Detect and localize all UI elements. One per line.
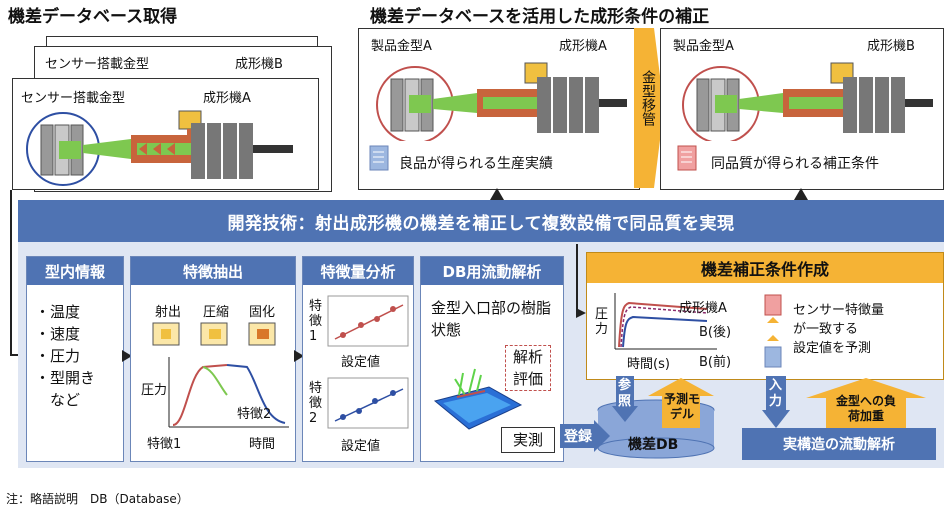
connector-arrow [576, 308, 586, 318]
pressure-curve-chart [614, 293, 717, 350]
register-arrow [560, 420, 610, 452]
time-axis-label: 時間 [249, 437, 276, 452]
actual-analysis-box: 実構造の流動解析 [742, 428, 936, 460]
panel-feature-analysis-title: 特徴量分析 [303, 257, 413, 285]
document-icon-blue [369, 145, 389, 171]
register-label: 登録 [564, 429, 592, 445]
document-stack-icon [764, 294, 782, 368]
correction-text-line: 設定値を予測 [793, 341, 872, 356]
load-label: 金型への負荷加重 [835, 394, 896, 423]
feature-y-axis: 圧力 [141, 383, 168, 398]
feature1-label: 特徴1 [147, 437, 182, 452]
legend-b-after: B(後) [699, 325, 732, 340]
legend-machine-a: 成形機A [679, 301, 727, 316]
analysis-evaluation-box: 解析評価 [505, 345, 551, 391]
mold-info-item: ・温度 [35, 303, 81, 321]
right-card-left-machine: 成形機A [559, 39, 607, 54]
input-arrow [762, 376, 790, 428]
transfer-label: 金型移管 [640, 70, 656, 126]
mold-info-item: ・速度 [35, 325, 81, 343]
refer-arrow [612, 376, 638, 422]
mold-diagram-left [376, 62, 627, 141]
scatter-plot-1 [327, 295, 409, 347]
correction-text-line: センサー特徴量 [793, 303, 885, 318]
correction-y-axis: 圧力 [595, 307, 609, 337]
up-arrow-right [794, 188, 808, 200]
correction-text-line: が一致する [793, 322, 859, 337]
stage-icons [152, 322, 276, 346]
transfer-arrow [634, 28, 664, 188]
correction-x-axis: 時間(s) [627, 357, 670, 372]
right-card-right-mold: 製品金型A [673, 39, 734, 54]
right-section-title: 機差データベースを活用した成形条件の補正 [370, 7, 710, 27]
card-back-machine: 成形機B [235, 57, 283, 72]
legend-b-before: B(前) [699, 355, 732, 370]
flow-arrow-2 [294, 350, 304, 362]
mold-info-list: ・温度 ・速度 ・圧力 ・型開き など [35, 301, 95, 411]
mold-diagram-right [682, 62, 933, 141]
panel-db-flow-title: DB用流動解析 [421, 257, 563, 285]
db-label: 機差DB [628, 437, 679, 453]
connector-line-2 [576, 244, 578, 314]
left-section-title: 機差データベース取得 [8, 7, 178, 27]
right-card-left-caption: 良品が得られる生産実績 [399, 156, 553, 172]
load-arrow [806, 378, 926, 428]
scatter-plot-2 [327, 377, 409, 429]
stage-compression: 圧縮 [203, 305, 230, 320]
right-card-right-machine: 成形機B [867, 39, 915, 54]
up-arrow-left [490, 188, 504, 200]
panel-mold-info: 型内情報 ・温度 ・速度 ・圧力 ・型開き など [26, 256, 124, 462]
db-flow-description: 金型入口部の樹脂状態 [431, 299, 552, 339]
plot2-x-label: 設定値 [341, 439, 381, 454]
mold-info-item: など [35, 391, 81, 409]
plot1-x-label: 設定値 [341, 355, 381, 370]
plot1-label: 特徴1 [309, 299, 323, 344]
stage-injection: 射出 [155, 305, 182, 320]
connector-line [10, 190, 12, 356]
flow-arrow-1 [122, 350, 132, 362]
refer-label: 参照 [618, 378, 632, 409]
document-icon-red [677, 145, 697, 171]
right-card-right-caption: 同品質が得られる補正条件 [711, 156, 879, 172]
right-card-right: 製品金型A 成形機B 同品質が得られる補正条件 [660, 28, 944, 190]
mold-info-item: ・圧力 [35, 347, 81, 365]
panel-mold-info-title: 型内情報 [27, 257, 123, 285]
panel-correction-title: 機差補正条件作成 [587, 253, 943, 283]
stage-solidification: 固化 [249, 305, 276, 320]
correction-text: センサー特徴量 が一致する 設定値を予測 [793, 301, 884, 358]
development-banner: 開発技術：射出成形機の機差を補正して複数設備で同品質を実現 [18, 200, 944, 242]
input-label: 入力 [769, 378, 783, 409]
flow-simulation-image [433, 368, 523, 430]
panel-feature-extraction-title: 特徴抽出 [131, 257, 295, 285]
right-card-left-mold: 製品金型A [371, 39, 432, 54]
predict-model-arrow [648, 378, 714, 428]
plot2-label: 特徴2 [309, 381, 323, 426]
predict-model-label: 予測モデル [664, 392, 701, 421]
card-back-mold: センサー搭載金型 [45, 57, 150, 72]
panel-feature-analysis: 特徴量分析 特徴1 設定値 特徴2 設定値 [302, 256, 414, 462]
right-card-left: 製品金型A 成形機A 良品が得られる生産実績 [358, 28, 640, 190]
card-front: センサー搭載金型 成形機A [12, 78, 319, 190]
card-front-machine: 成形機A [203, 91, 251, 106]
footnote: 注：略語説明 DB（Database） [6, 492, 189, 506]
panel-db-flow: DB用流動解析 金型入口部の樹脂状態 解析評価 実測 [420, 256, 564, 462]
panel-feature-extraction: 特徴抽出 射出 圧縮 固化 圧力 特徴2 特徴1 時間 [130, 256, 296, 462]
measured-box: 実測 [501, 427, 555, 453]
feature2-label: 特徴2 [237, 407, 272, 422]
feature-curve-chart [168, 357, 289, 428]
card-front-mold: センサー搭載金型 [21, 91, 126, 106]
panel-correction: 機差補正条件作成 圧力 成形機A B(後) B(前) 時間(s) センサー特徴量… [586, 252, 944, 380]
molding-machine-diagram [26, 110, 293, 186]
mold-info-item: ・型開き [35, 369, 96, 387]
